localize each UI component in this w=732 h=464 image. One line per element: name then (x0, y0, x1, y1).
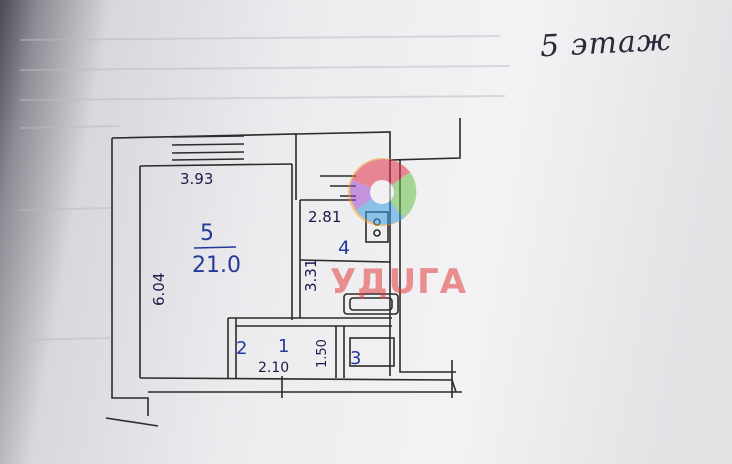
floor-label: 5 этаж (539, 22, 673, 65)
bathtub (343, 293, 399, 315)
room-5-number: 5 (200, 221, 214, 246)
kitchen-wall (299, 259, 391, 263)
wall-tick-left (105, 417, 159, 427)
kitchen-length: 3.31 (302, 259, 320, 292)
room-5-fraction-line (193, 246, 237, 249)
partition-wall (291, 164, 301, 320)
room-1-width: 2.10 (258, 360, 289, 376)
room-1-depth: 1.50 (315, 339, 330, 368)
watermark-logo (348, 158, 417, 226)
bathroom-walls (227, 317, 392, 378)
bathroom-partition (335, 326, 345, 378)
room-2-number: 2 (236, 338, 247, 359)
room-5-area: 21.0 (192, 253, 241, 278)
room-3-number: 3 (350, 348, 361, 369)
watermark-text: УДUГА (330, 262, 468, 302)
stair-steps (300, 175, 356, 201)
outer-wall-left (111, 138, 130, 399)
outer-wall-top-right (295, 118, 461, 161)
window (171, 135, 245, 161)
sink (349, 337, 395, 367)
inner-wall-bottom (139, 377, 457, 393)
outer-wall-right (399, 160, 456, 373)
outer-wall-bottom (130, 391, 440, 416)
inner-wall-top (139, 163, 293, 167)
bathtub-inner (349, 297, 393, 311)
room-4-number: 4 (338, 237, 350, 259)
kitchen-width: 2.81 (308, 208, 341, 226)
room-1-number: 1 (278, 336, 289, 357)
room-5-width: 3.93 (180, 170, 213, 188)
room-5-length: 6.04 (150, 273, 168, 306)
wall-tick-right (440, 360, 462, 398)
stove-burner-bottom (373, 229, 381, 237)
